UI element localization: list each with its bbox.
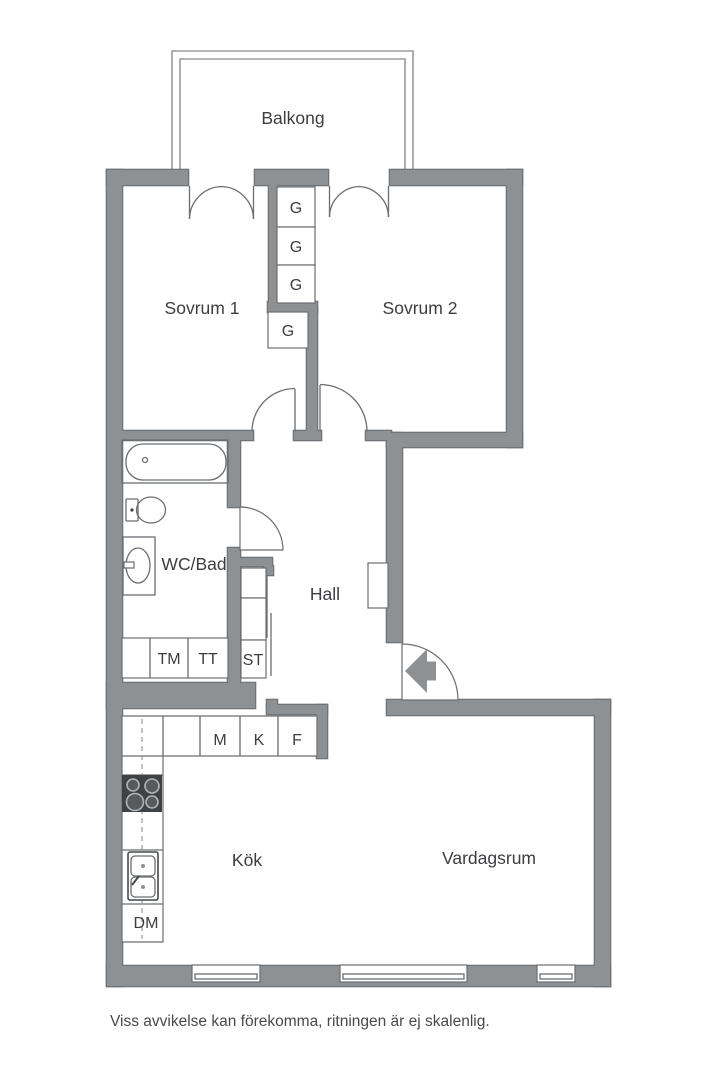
dryer-label: TT	[198, 651, 218, 668]
hall-niche	[367, 562, 389, 609]
door-swing-icon	[319, 383, 368, 432]
wardrobe-label: G	[290, 200, 302, 217]
window-icon	[536, 964, 576, 983]
stove-icon	[122, 775, 162, 812]
bathtub-icon	[121, 439, 229, 484]
appliance-label-k: K	[254, 732, 265, 749]
balcony-outline	[171, 50, 414, 171]
window-icon	[191, 964, 261, 983]
window-icon	[339, 964, 468, 983]
door-swing-icon	[251, 387, 296, 432]
toilet-icon	[125, 496, 167, 524]
dishwasher-label: DM	[134, 915, 159, 932]
door-swing-icon	[239, 506, 284, 551]
room-label-living-room: Vardagsrum	[442, 848, 536, 868]
appliance-label-m: M	[213, 732, 226, 749]
kitchen-sink-icon	[127, 851, 159, 901]
appliance-label-f: F	[292, 732, 302, 749]
wardrobe-label: G	[282, 323, 294, 340]
balcony-door-icon	[328, 185, 390, 218]
sink-icon	[122, 536, 156, 596]
kitchen-counter	[121, 715, 318, 943]
room-label-bedroom1: Sovrum 1	[165, 298, 240, 318]
entry-arrow-icon	[405, 649, 436, 693]
footer-disclaimer: Viss avvikelse kan förekomma, ritningen …	[110, 1013, 490, 1030]
balcony-door-icon	[188, 185, 255, 220]
room-label-bathroom: WC/Bad	[161, 554, 226, 574]
cleaning-closet-label: ST	[243, 652, 264, 669]
room-label-kitchen: Kök	[232, 850, 262, 870]
wardrobe-label: G	[290, 239, 302, 256]
laundry-cells	[121, 637, 229, 679]
room-label-balcony: Balkong	[261, 108, 324, 128]
room-label-hall: Hall	[310, 584, 340, 604]
wardrobe-cells	[267, 186, 316, 349]
washing-machine-label: TM	[157, 651, 180, 668]
cleaning-closet-cells	[240, 567, 272, 679]
room-label-bedroom2: Sovrum 2	[383, 298, 458, 318]
wardrobe-label: G	[290, 277, 302, 294]
